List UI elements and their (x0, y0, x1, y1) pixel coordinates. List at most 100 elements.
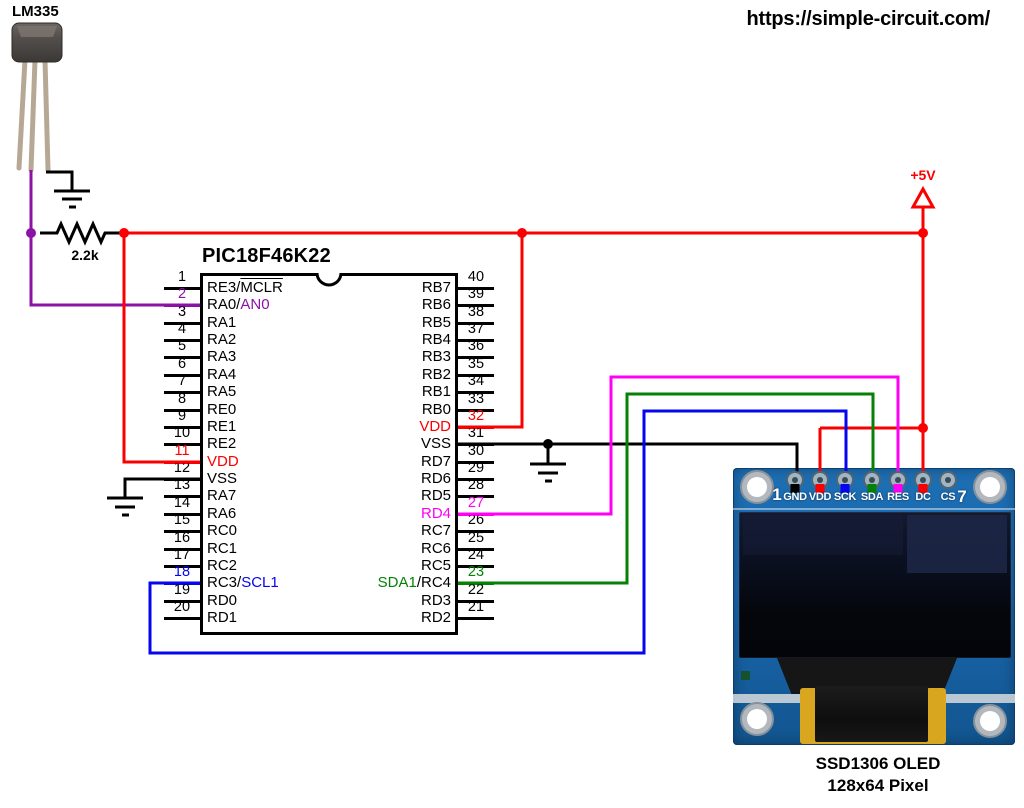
pin-label: RC5 (310, 557, 451, 575)
oled-caption-line1: SSD1306 OLED (815, 754, 941, 773)
pin-label: RD5 (310, 487, 451, 505)
oled-screen-reflection (907, 515, 1007, 573)
pin-label: RB2 (310, 366, 451, 384)
pin-label-part: RB4 (421, 331, 451, 348)
junction-dot-red-3 (918, 228, 928, 238)
oled-pin-label: DC (915, 491, 931, 503)
pin-label: RA4 (207, 366, 236, 384)
oled-screen (739, 512, 1011, 658)
pin-number: 15 (173, 512, 191, 528)
oled-pin-label: SCK (833, 491, 857, 503)
pin-label-part: RD6 (420, 470, 451, 487)
oled-silkscreen-line (733, 508, 1015, 510)
pin-label: VDD (310, 418, 451, 436)
pin-number: 6 (177, 356, 187, 372)
pin-number: 28 (467, 477, 485, 493)
pin-label: RD0 (207, 592, 237, 610)
pin-label: RE3/MCLR (207, 279, 283, 297)
pin-number: 26 (467, 512, 485, 528)
pin-label-part: RE1 (207, 418, 237, 435)
pin-label-part: RD5 (420, 487, 451, 504)
oled-pin-label: GND (783, 491, 807, 503)
pin-label-part: RC7 (420, 522, 451, 539)
pin-label: RA3 (207, 348, 236, 366)
pin-label-part: RC1 (207, 540, 238, 557)
pin-number: 5 (177, 338, 187, 354)
pin-number: 38 (467, 304, 485, 320)
site-url: https://simple-circuit.com/ (746, 8, 990, 30)
oled-pin-label: CS (940, 491, 956, 503)
lm335-leg-right (42, 57, 51, 173)
pin-label: RD6 (310, 470, 451, 488)
pin-label-part: RA3 (207, 348, 237, 365)
pin-number: 31 (467, 425, 485, 441)
junction-dot-gnd (543, 439, 553, 449)
pin-label-part: RC0 (207, 522, 238, 539)
pin-label-part: SDA1 (377, 574, 417, 591)
pin-number: 10 (173, 425, 191, 441)
oled-pin-number-last: 7 (957, 487, 967, 506)
pin-label-part: VDD (419, 418, 451, 435)
pin-label-part: RB7 (421, 279, 451, 296)
pin-stub (164, 617, 200, 620)
pin-label: SDA1/RC4 (310, 574, 451, 592)
pin-number: 33 (467, 391, 485, 407)
oled-caption-line2: 128x64 Pixel (827, 776, 929, 795)
pin-label: RB5 (310, 314, 451, 332)
pin-label: VSS (310, 435, 451, 453)
junction-dot-red-4 (918, 423, 928, 433)
pin-number: 7 (177, 373, 187, 389)
oled-smd-component (741, 671, 750, 680)
pin-label-part: RD7 (420, 453, 451, 470)
pin-label: RC3/SCL1 (207, 574, 279, 592)
pin-number: 34 (467, 373, 485, 389)
pin-label: RC6 (310, 540, 451, 558)
junction-dot-sensor (26, 228, 36, 238)
pin-stub (458, 617, 494, 620)
pin-label: RC1 (207, 540, 237, 558)
lm335-leg-middle (28, 57, 38, 173)
pin-label-part: RA1 (207, 314, 237, 331)
pin-number: 23 (467, 564, 485, 580)
pin-number: 19 (173, 582, 191, 598)
pin-label: RD7 (310, 453, 451, 471)
pin-number: 25 (467, 530, 485, 546)
wire-lm335-gnd (46, 170, 74, 191)
pin-label-part: RD1 (207, 609, 238, 626)
pin-label: RA0/AN0 (207, 296, 270, 314)
pin-label: RD3 (310, 592, 451, 610)
pin-number: 12 (173, 460, 191, 476)
pin-number: 21 (467, 599, 485, 615)
pin-label: RC7 (310, 522, 451, 540)
lm335-label: LM335 (12, 3, 59, 20)
pin-label-part: RA0/ (207, 296, 241, 313)
pin-label-part: RE0 (207, 401, 237, 418)
pin-label: RB0 (310, 401, 451, 419)
pin-number: 40 (467, 269, 485, 285)
pin-number: 16 (173, 530, 191, 546)
pin-number: 2 (177, 286, 187, 302)
pin-label-part: RA5 (207, 383, 237, 400)
pin-label-part: RB5 (421, 314, 451, 331)
pin-label: RA1 (207, 314, 236, 332)
resistor-2k2 (40, 220, 124, 246)
pin-label-part: VSS (420, 435, 451, 452)
pin-number: 8 (177, 391, 187, 407)
pin-label-part: RA6 (207, 505, 237, 522)
pin-number: 18 (173, 564, 191, 580)
pin-number: 29 (467, 460, 485, 476)
pin-label: RE1 (207, 418, 236, 436)
lm335-leg-left (16, 57, 28, 171)
junction-dot-red-2 (517, 228, 527, 238)
oled-screen-glint (743, 515, 903, 555)
pin-label-part: RB2 (421, 366, 451, 383)
junction-dot-red-1 (119, 228, 129, 238)
pin-number: 17 (173, 547, 191, 563)
oled-pin-label: VDD (808, 491, 832, 503)
pin-label: RB7 (310, 279, 451, 297)
pin-number: 4 (177, 321, 187, 337)
pin-label: RD1 (207, 609, 237, 627)
pin-number: 30 (467, 443, 485, 459)
pin-label-part: RE3/ (207, 279, 241, 296)
